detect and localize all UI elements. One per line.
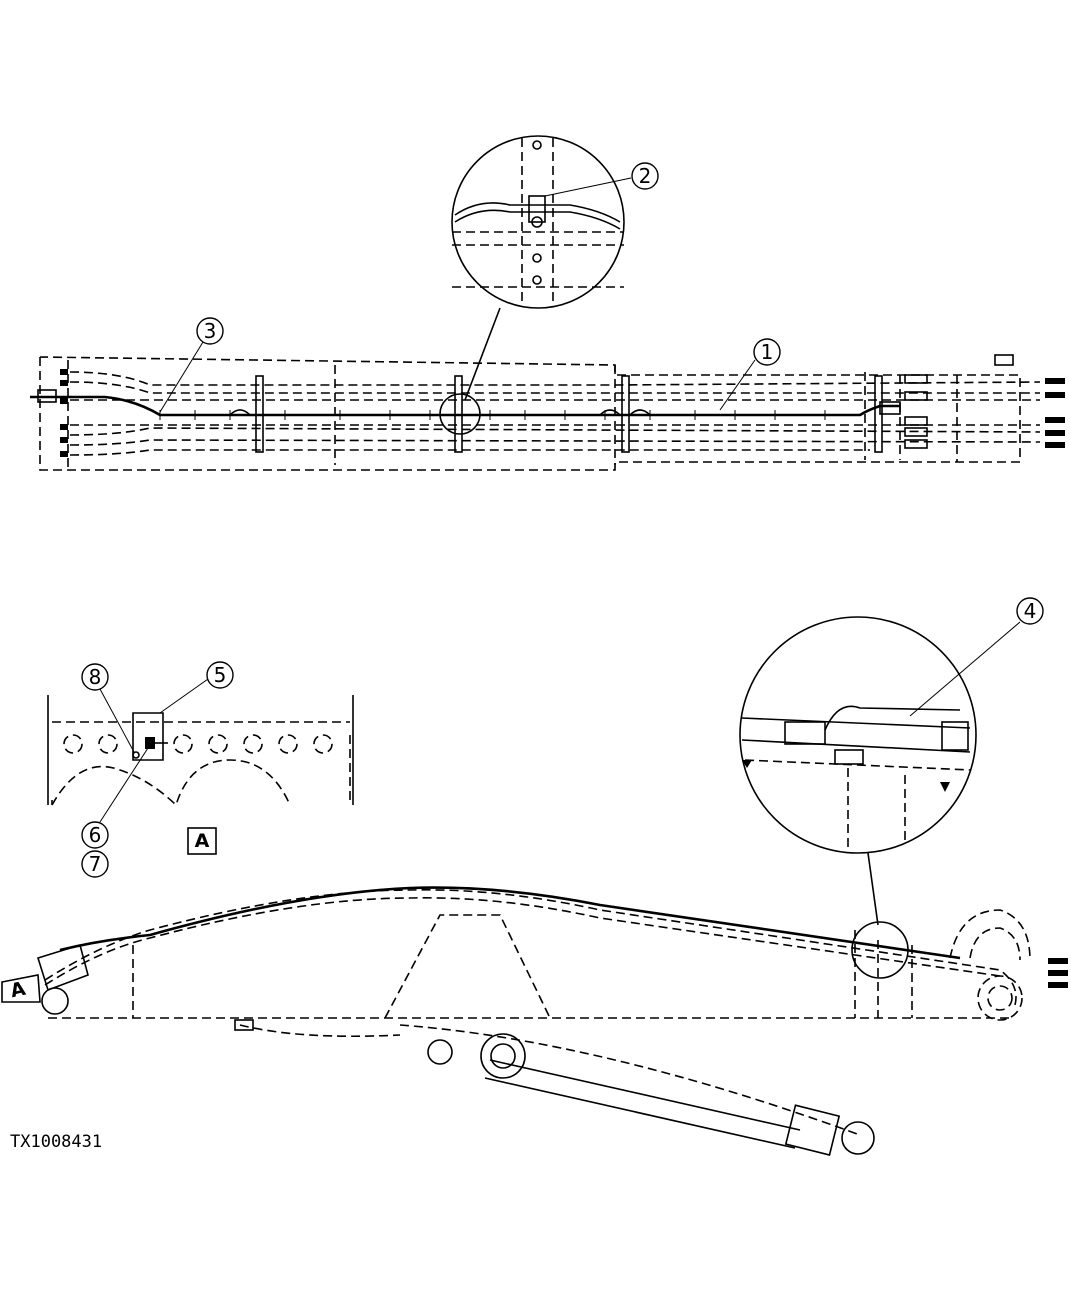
callout-8: 8: [81, 663, 135, 753]
svg-text:3: 3: [204, 319, 217, 343]
callout-1: 1: [719, 338, 781, 411]
detail-circle-top: [451, 135, 625, 401]
view-a-detail: [47, 695, 354, 807]
detail-circle-right: [739, 616, 977, 926]
svg-text:1: 1: [761, 340, 774, 364]
view-a-label-box: A: [187, 827, 217, 855]
svg-text:5: 5: [214, 663, 227, 687]
arrow-a-label: A: [9, 978, 28, 1003]
svg-text:7: 7: [89, 852, 102, 876]
callout-7: 7: [81, 850, 109, 878]
figure-id: TX1008431: [10, 1132, 102, 1152]
callout-2: 2: [544, 162, 659, 197]
callout-6: 6: [81, 747, 149, 849]
svg-text:6: 6: [89, 823, 102, 847]
callout-4: 4: [909, 597, 1044, 717]
view-a-label: A: [195, 830, 210, 852]
callout-3: 3: [159, 317, 224, 413]
side-view-boom: [1, 886, 1068, 1156]
svg-text:4: 4: [1024, 599, 1037, 623]
top-view-boom: [30, 354, 1065, 471]
callout-5: 5: [159, 661, 234, 714]
svg-text:2: 2: [639, 164, 652, 188]
svg-text:8: 8: [89, 665, 102, 689]
